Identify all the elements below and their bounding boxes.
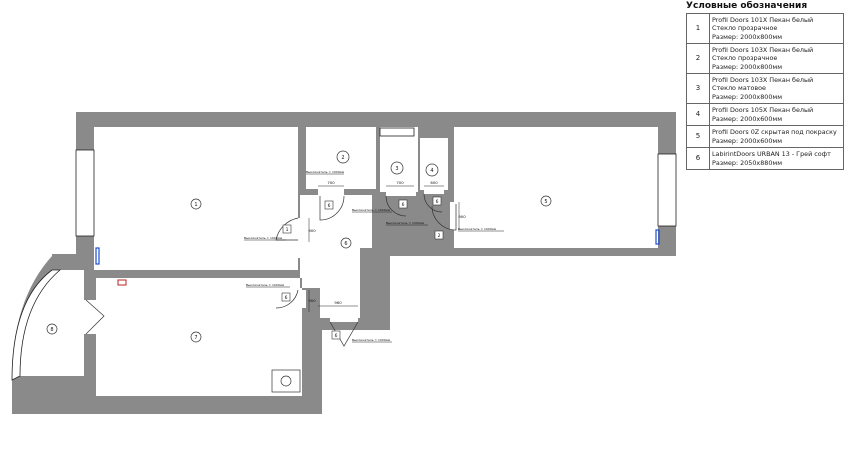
- legend-num: 3: [686, 73, 710, 104]
- note-7: Выключатель = 1000мм: [352, 338, 390, 342]
- legend-num: 4: [686, 103, 710, 126]
- room-label-7: 7: [194, 335, 197, 341]
- dim-h2: 900: [308, 298, 316, 303]
- room-label-5: 5: [544, 199, 547, 205]
- legend-num: 5: [686, 125, 710, 148]
- legend-table: 1 Profil Doors 101X Пекан белый Стекло п…: [686, 13, 844, 170]
- door-tag-1: 1: [286, 227, 289, 233]
- legend-row: 1 Profil Doors 101X Пекан белый Стекло п…: [686, 13, 844, 44]
- windows: [11, 127, 677, 381]
- legend-num: 1: [686, 13, 710, 44]
- legend-desc: Profil Doors 103X Пекан белый Стекло про…: [709, 43, 844, 74]
- legend-desc: Profil Doors 105X Пекан белый Размер: 20…: [709, 103, 844, 126]
- dim-w4: 960: [334, 300, 342, 305]
- dim-h3: 900: [458, 214, 466, 219]
- walls: [12, 112, 676, 414]
- room-label-1: 1: [194, 202, 197, 208]
- room-label-3: 3: [395, 166, 398, 172]
- legend-desc: Profil Doors 101X Пекан белый Стекло про…: [709, 13, 844, 44]
- legend-title: Условные обозначения: [686, 1, 808, 11]
- door-tag-3: 6: [328, 203, 331, 209]
- note-2: Выключатель = 1000мм: [246, 283, 284, 287]
- note-4: Выключатель = 1000мм: [352, 208, 390, 212]
- note-3: Выключатель = 1000мм: [306, 170, 344, 174]
- legend-row: 2 Profil Doors 103X Пекан белый Стекло п…: [686, 43, 844, 74]
- note-1: Выключатель = 1000мм: [244, 236, 282, 240]
- outer-wall: [12, 112, 676, 414]
- note-6: Выключатель = 1000мм: [458, 227, 496, 231]
- door-tag-2: 6: [285, 295, 288, 301]
- legend-num: 2: [686, 43, 710, 74]
- door-swings: [85, 193, 457, 347]
- dim-h1: 900: [308, 228, 316, 233]
- room-label-2: 2: [341, 155, 344, 161]
- legend-desc: Profil Doors 0Z скрытая под покраску Раз…: [709, 125, 844, 148]
- legend-num: 6: [686, 147, 710, 170]
- legend-row: 6 LabirintDoors URBAN 13 - Грей софт Раз…: [686, 147, 844, 170]
- dim-w2: 700: [396, 180, 404, 185]
- legend-row: 5 Profil Doors 0Z скрытая под покраску Р…: [686, 125, 844, 148]
- door-tag-5: 6: [436, 199, 439, 205]
- legend-row: 3 Profil Doors 103X Пекан белый Стекло м…: [686, 73, 844, 104]
- room-label-6: 6: [344, 241, 347, 247]
- door-tag-6: 2: [438, 233, 441, 239]
- room-label-8: 8: [50, 327, 53, 333]
- door-tag-7: 6: [335, 333, 338, 339]
- note-5: Выключатель = 1000мм: [386, 221, 424, 225]
- legend-desc: LabirintDoors URBAN 13 - Грей софт Разме…: [709, 147, 844, 170]
- door-tag-4: 6: [402, 202, 405, 208]
- electrical-marks: [95, 229, 660, 265]
- room-label-4: 4: [430, 168, 433, 174]
- dim-w1: 700: [327, 180, 335, 185]
- legend-row: 4 Profil Doors 105X Пекан белый Размер: …: [686, 103, 844, 126]
- dim-w3: 600: [430, 180, 438, 185]
- legend-desc: Profil Doors 103X Пекан белый Стекло мат…: [709, 73, 844, 104]
